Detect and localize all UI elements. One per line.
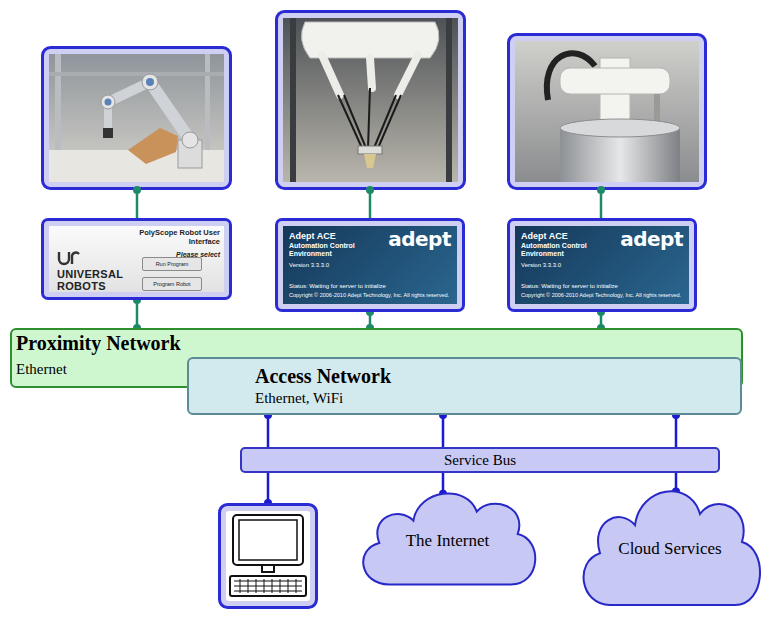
robot-rod — [374, 95, 396, 148]
button-label: Program Robot — [153, 281, 190, 287]
band-title: Proximity Network — [16, 332, 181, 354]
header-text: Adept ACEAutomation Control EnvironmentV… — [289, 231, 388, 268]
photo-background — [515, 41, 699, 182]
version-text: Version 3.3.3.0 — [521, 262, 620, 268]
wire — [267, 473, 270, 503]
photo-frame — [509, 35, 706, 189]
robot-upper-arm — [398, 55, 418, 95]
photo-frame — [277, 12, 465, 189]
monitor-stand — [262, 565, 274, 572]
photo-background — [49, 54, 224, 182]
robot-joint — [142, 74, 158, 90]
frame-post — [290, 18, 296, 182]
network-link — [136, 300, 139, 328]
wire-dot — [133, 186, 141, 194]
screen-button: Run Program — [142, 257, 202, 271]
button-label: Run Program — [156, 261, 189, 267]
network-link — [267, 415, 270, 447]
wire — [600, 190, 603, 218]
product-name: Adept ACE — [289, 231, 388, 242]
photo-background — [283, 18, 458, 182]
robot-tool — [103, 128, 113, 138]
keyboard-keys — [234, 579, 302, 593]
product-subtitle: Automation Control Environment — [521, 242, 620, 259]
robot-joint — [101, 95, 115, 109]
cylinder-top — [560, 119, 680, 137]
photo-frame — [43, 48, 231, 189]
header-row: Adept ACEAutomation Control EnvironmentV… — [289, 231, 451, 268]
network-link — [442, 415, 445, 447]
robot-rod — [344, 95, 366, 148]
status-text: Status: Waiting for server to initialize — [289, 283, 451, 290]
robot-upper-arm — [322, 55, 340, 95]
robot-arm — [560, 68, 670, 94]
logo-area: UNIVERSAL ROBOTS — [49, 226, 131, 292]
bus-label: Service Bus — [444, 451, 516, 469]
keyboard — [230, 576, 306, 596]
ur-logo — [57, 250, 81, 266]
brand-name: UNIVERSAL ROBOTS — [57, 269, 129, 292]
cloud-label: The Internet — [406, 531, 490, 551]
monitor — [233, 515, 303, 565]
screen-display: Adept ACEAutomation Control EnvironmentV… — [283, 226, 457, 304]
spacer — [289, 268, 451, 284]
suction-cup — [364, 154, 376, 168]
brand-logo: adept — [388, 229, 451, 268]
spacer — [521, 268, 683, 284]
robot-upper-arm — [370, 58, 372, 88]
monitor-screen — [239, 520, 297, 560]
robot-effector — [358, 146, 382, 154]
robot-spindle — [654, 94, 660, 124]
cloud-node: The Internet — [350, 478, 545, 590]
cloud-node: Cloud Services — [570, 472, 770, 612]
version-text: Version 3.3.3.0 — [289, 262, 388, 268]
cardboard-box — [128, 128, 178, 164]
joint-cap — [105, 99, 112, 106]
robot-rod — [378, 95, 401, 148]
wire — [136, 190, 139, 218]
robot-screen: UNIVERSAL ROBOTS PolyScope Robot User Int… — [41, 218, 232, 300]
band-subtitle: Ethernet — [16, 360, 67, 378]
wire — [369, 190, 372, 218]
band-title: Access Network — [255, 365, 740, 387]
screen-button: Program Robot — [142, 277, 202, 291]
product-name: Adept ACE — [521, 231, 620, 242]
ur-logo-mark — [59, 252, 69, 264]
screen-display: Adept ACEAutomation Control EnvironmentV… — [515, 226, 689, 304]
joint-cap — [146, 78, 154, 86]
ur-logo-mark — [72, 253, 79, 264]
wire-dot — [597, 186, 605, 194]
robot-rod — [338, 95, 362, 148]
robot-link — [150, 82, 190, 140]
cloud-shape — [584, 491, 760, 605]
status-text: Status: Waiting for server to initialize — [521, 283, 683, 290]
frame-rail — [49, 72, 224, 76]
service-bus: Service Bus — [240, 447, 720, 473]
robot-rod — [368, 88, 370, 148]
cloud-label: Cloud Services — [618, 539, 721, 559]
screen-title: PolyScope Robot User Interface — [131, 229, 220, 246]
robot-screen: Adept ACEAutomation Control EnvironmentV… — [507, 218, 697, 312]
header-text: Adept ACEAutomation Control EnvironmentV… — [521, 231, 620, 268]
copyright-text: Copyright © 2006-2010 Adept Technology, … — [521, 292, 683, 299]
band-subtitle: Ethernet, WiFi — [255, 389, 740, 407]
frame-post — [446, 18, 452, 182]
product-subtitle: Automation Control Environment — [289, 242, 388, 259]
header-row: Adept ACEAutomation Control EnvironmentV… — [521, 231, 683, 268]
computer-ground — [226, 511, 310, 601]
computer-frame — [220, 505, 317, 608]
robot-screen: Adept ACEAutomation Control EnvironmentV… — [275, 218, 465, 312]
network-link — [675, 415, 678, 447]
brand-logo: adept — [620, 229, 683, 268]
copyright-text: Copyright © 2006-2010 Adept Technology, … — [289, 292, 451, 299]
cloud-shape — [363, 493, 535, 584]
robot-joint — [182, 132, 198, 148]
wire-dot — [366, 186, 374, 194]
network-band: Access NetworkEthernet, WiFi — [187, 357, 742, 415]
